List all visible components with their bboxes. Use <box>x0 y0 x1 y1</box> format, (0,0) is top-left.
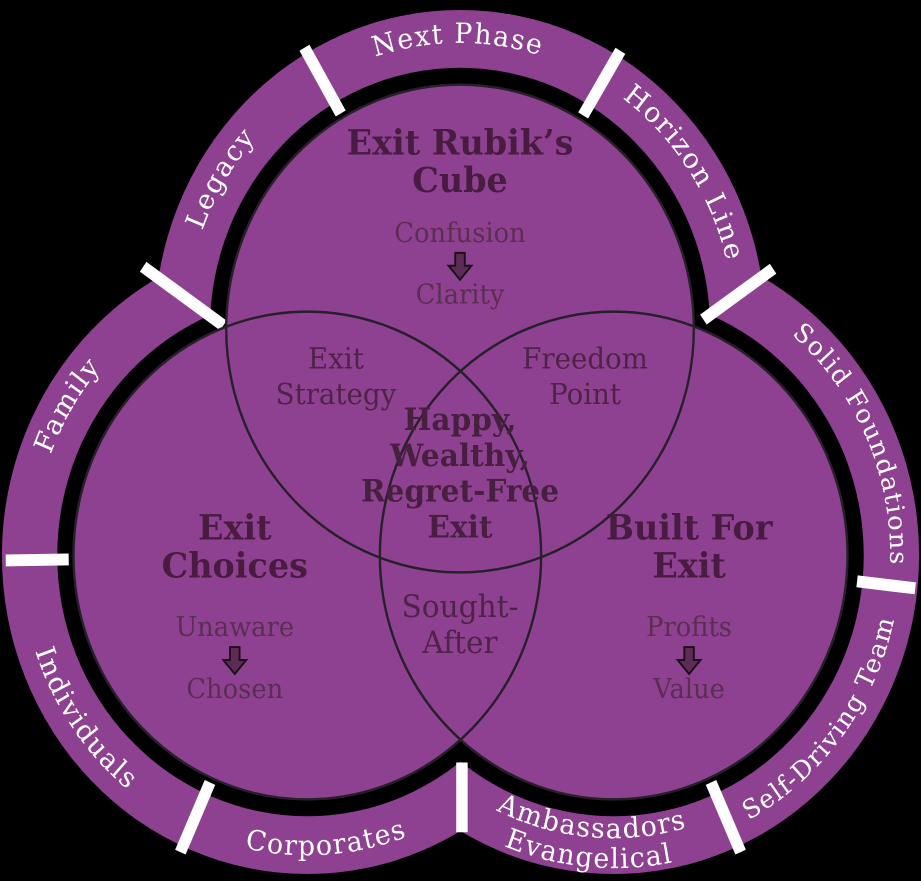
center-line1: Happy, <box>403 402 516 438</box>
top-circle-from-label: Confusion <box>394 218 526 249</box>
left-circle-title-line2: Choices <box>162 546 308 587</box>
top-circle-down-arrow-icon <box>446 251 474 282</box>
right-circle-title-line2: Exit <box>652 546 726 587</box>
left-circle-from-label: Unaware <box>175 613 294 644</box>
center-line2: Wealthy, <box>389 438 530 474</box>
circle-exit-choices-outline <box>72 310 543 801</box>
center-line3: Regret-Free <box>361 474 559 510</box>
divider-selfdrivingteam-evangelical <box>705 780 746 855</box>
divider-horizonline-solidfoundations <box>700 263 777 325</box>
divider-corporates-individuals <box>175 780 216 855</box>
left-circle-to-label: Chosen <box>186 674 283 705</box>
overlap-top-left-line2: Strategy <box>276 378 397 412</box>
overlap-labels: Exit Strategy Freedom Point Sought- Afte… <box>276 342 648 661</box>
right-circle-title-line1: Built For <box>606 508 774 549</box>
right-circle-down-arrow-icon <box>675 646 703 676</box>
ring-dividers <box>5 44 916 855</box>
divider-solidfoundations-selfdrivingteam <box>856 575 916 595</box>
divider-legacy-nextphase <box>299 44 346 117</box>
left-circle-title-line1: Exit <box>198 508 272 549</box>
overlap-top-right-line2: Point <box>549 378 622 412</box>
right-circle-from-label: Profits <box>646 613 732 644</box>
overlap-bottom-line1: Sought- <box>402 590 519 626</box>
overlap-bottom-line2: After <box>421 625 498 661</box>
divider-nextphase-horizonline <box>578 47 626 119</box>
top-circle-title-line2: Cube <box>412 160 507 201</box>
venn-circles <box>72 83 849 801</box>
circle-exit-rubiks-cube-outline <box>225 83 696 574</box>
left-circle-content: Exit Choices Unaware Chosen <box>162 508 308 705</box>
top-circle-to-label: Clarity <box>416 280 505 311</box>
divider-family-legacy <box>139 261 227 331</box>
overlap-top-right-line1: Freedom <box>522 342 648 376</box>
top-circle-title-line1: Exit Rubik’s <box>347 123 574 164</box>
divider-individuals-family <box>5 553 69 567</box>
circle-built-for-exit <box>379 311 848 800</box>
center-line4: Exit <box>427 510 492 546</box>
left-circle-down-arrow-icon <box>221 646 249 676</box>
overlap-top-left-line1: Exit <box>308 342 364 376</box>
right-circle-content: Built For Exit Profits Value <box>606 508 774 705</box>
circle-built-for-exit-outline <box>378 310 849 801</box>
top-circle-content: Exit Rubik’s Cube Confusion Clarity <box>347 123 574 311</box>
right-circle-to-label: Value <box>652 674 725 705</box>
center-label: Happy, Wealthy, Regret-Free Exit <box>361 402 559 545</box>
